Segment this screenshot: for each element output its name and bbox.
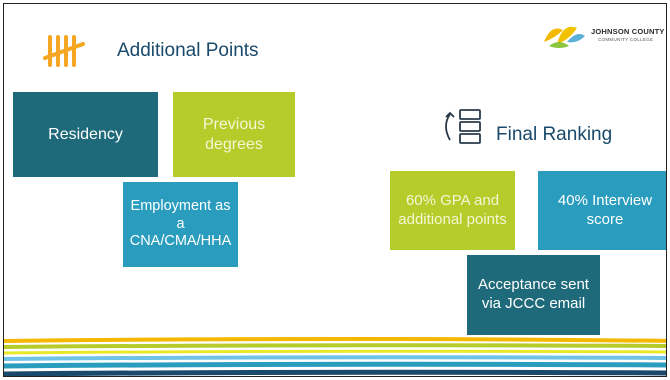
logo-subtitle: COMMUNITY COLLEGE bbox=[598, 37, 654, 42]
acceptance-box: Acceptance sent via JCCC email bbox=[467, 255, 600, 335]
college-logo: JOHNSON COUNTY COMMUNITY COLLEGE bbox=[541, 20, 666, 50]
residency-box: Residency bbox=[13, 92, 158, 177]
presentation-slide: Additional Points JOHNSON COUNTY COMMUNI… bbox=[3, 3, 667, 377]
interview-score-box: 40% Interview score bbox=[538, 171, 666, 250]
ranking-list-icon bbox=[445, 109, 481, 144]
previous-degrees-box: Previous degrees bbox=[173, 92, 295, 177]
decorative-stripes bbox=[4, 337, 666, 376]
tally-marks-icon bbox=[43, 35, 85, 67]
jccc-logo-icon bbox=[544, 26, 585, 48]
gpa-box: 60% GPA and additional points bbox=[390, 171, 515, 250]
additional-points-title: Additional Points bbox=[117, 40, 259, 61]
final-ranking-title: Final Ranking bbox=[496, 124, 613, 145]
employment-box: Employment as a CNA/CMA/HHA bbox=[123, 182, 238, 267]
logo-name: JOHNSON COUNTY bbox=[591, 27, 665, 36]
